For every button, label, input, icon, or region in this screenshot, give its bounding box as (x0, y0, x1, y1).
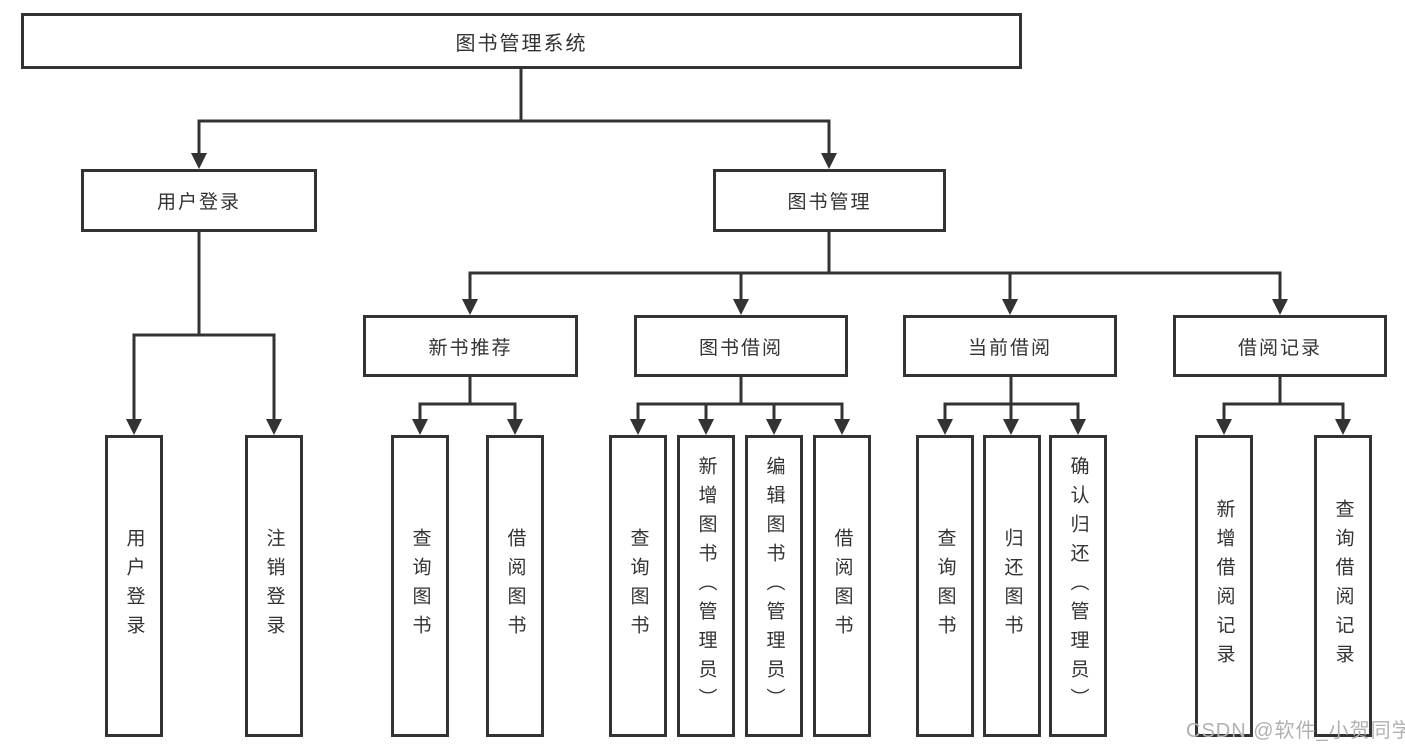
node-current-borrow: 当前借阅 (903, 315, 1117, 377)
leaf-borrow-edit-book-admin: 编辑图书（管理员） (745, 435, 803, 737)
leaf-current-confirm-return-admin: 确认归还（管理员） (1049, 435, 1107, 737)
leaf-borrow-borrow-book: 借阅图书 (813, 435, 871, 737)
leaf-borrow-query-book: 查询图书 (609, 435, 667, 737)
leaf-records-query-record-label: 查询借阅记录 (1332, 499, 1354, 673)
leaf-logout-label: 注销登录 (263, 528, 285, 644)
leaf-logout: 注销登录 (245, 435, 303, 737)
node-current-borrow-label: 当前借阅 (967, 337, 1052, 359)
node-book-borrow-label: 图书借阅 (698, 337, 783, 359)
node-user-login-label: 用户登录 (156, 192, 241, 213)
leaf-borrow-add-book-admin-label: 新增图书（管理员） (695, 455, 717, 717)
leaf-user-login: 用户登录 (105, 435, 163, 737)
leaf-records-query-record: 查询借阅记录 (1314, 435, 1372, 737)
arrowheads (126, 153, 1351, 435)
leaf-borrow-add-book-admin: 新增图书（管理员） (677, 435, 735, 737)
leaf-newbook-borrow-book-label: 借阅图书 (504, 528, 526, 644)
leaf-records-add-record-label: 新增借阅记录 (1213, 499, 1235, 673)
leaf-current-return-book-label: 归还图书 (1001, 528, 1023, 644)
leaf-records-add-record: 新增借阅记录 (1195, 435, 1253, 737)
node-book-borrow: 图书借阅 (634, 315, 848, 377)
leaf-current-query-book-label: 查询图书 (934, 528, 956, 644)
leaf-current-return-book: 归还图书 (983, 435, 1041, 737)
node-user-login: 用户登录 (81, 169, 317, 232)
leaf-borrow-edit-book-admin-label: 编辑图书（管理员） (763, 455, 785, 717)
node-library-system-label: 图书管理系统 (455, 32, 588, 55)
node-new-book-recommend: 新书推荐 (363, 315, 578, 377)
leaf-borrow-query-book-label: 查询图书 (627, 528, 649, 644)
node-new-book-recommend-label: 新书推荐 (428, 337, 513, 359)
leaf-newbook-query-book: 查询图书 (391, 435, 449, 737)
node-borrow-records: 借阅记录 (1173, 315, 1387, 377)
csdn-watermark: CSDN @软件_小贺同学 (1186, 720, 1405, 742)
leaf-current-query-book: 查询图书 (916, 435, 974, 737)
leaf-newbook-borrow-book: 借阅图书 (486, 435, 544, 737)
node-book-management-label: 图书管理 (787, 192, 872, 213)
node-borrow-records-label: 借阅记录 (1237, 337, 1322, 359)
leaf-current-confirm-return-admin-label: 确认归还（管理员） (1067, 455, 1089, 717)
node-library-system: 图书管理系统 (21, 13, 1022, 69)
leaf-newbook-query-book-label: 查询图书 (409, 528, 431, 644)
node-book-management: 图书管理 (713, 169, 946, 232)
leaf-borrow-borrow-book-label: 借阅图书 (831, 528, 853, 644)
leaf-user-login-label: 用户登录 (123, 528, 145, 644)
